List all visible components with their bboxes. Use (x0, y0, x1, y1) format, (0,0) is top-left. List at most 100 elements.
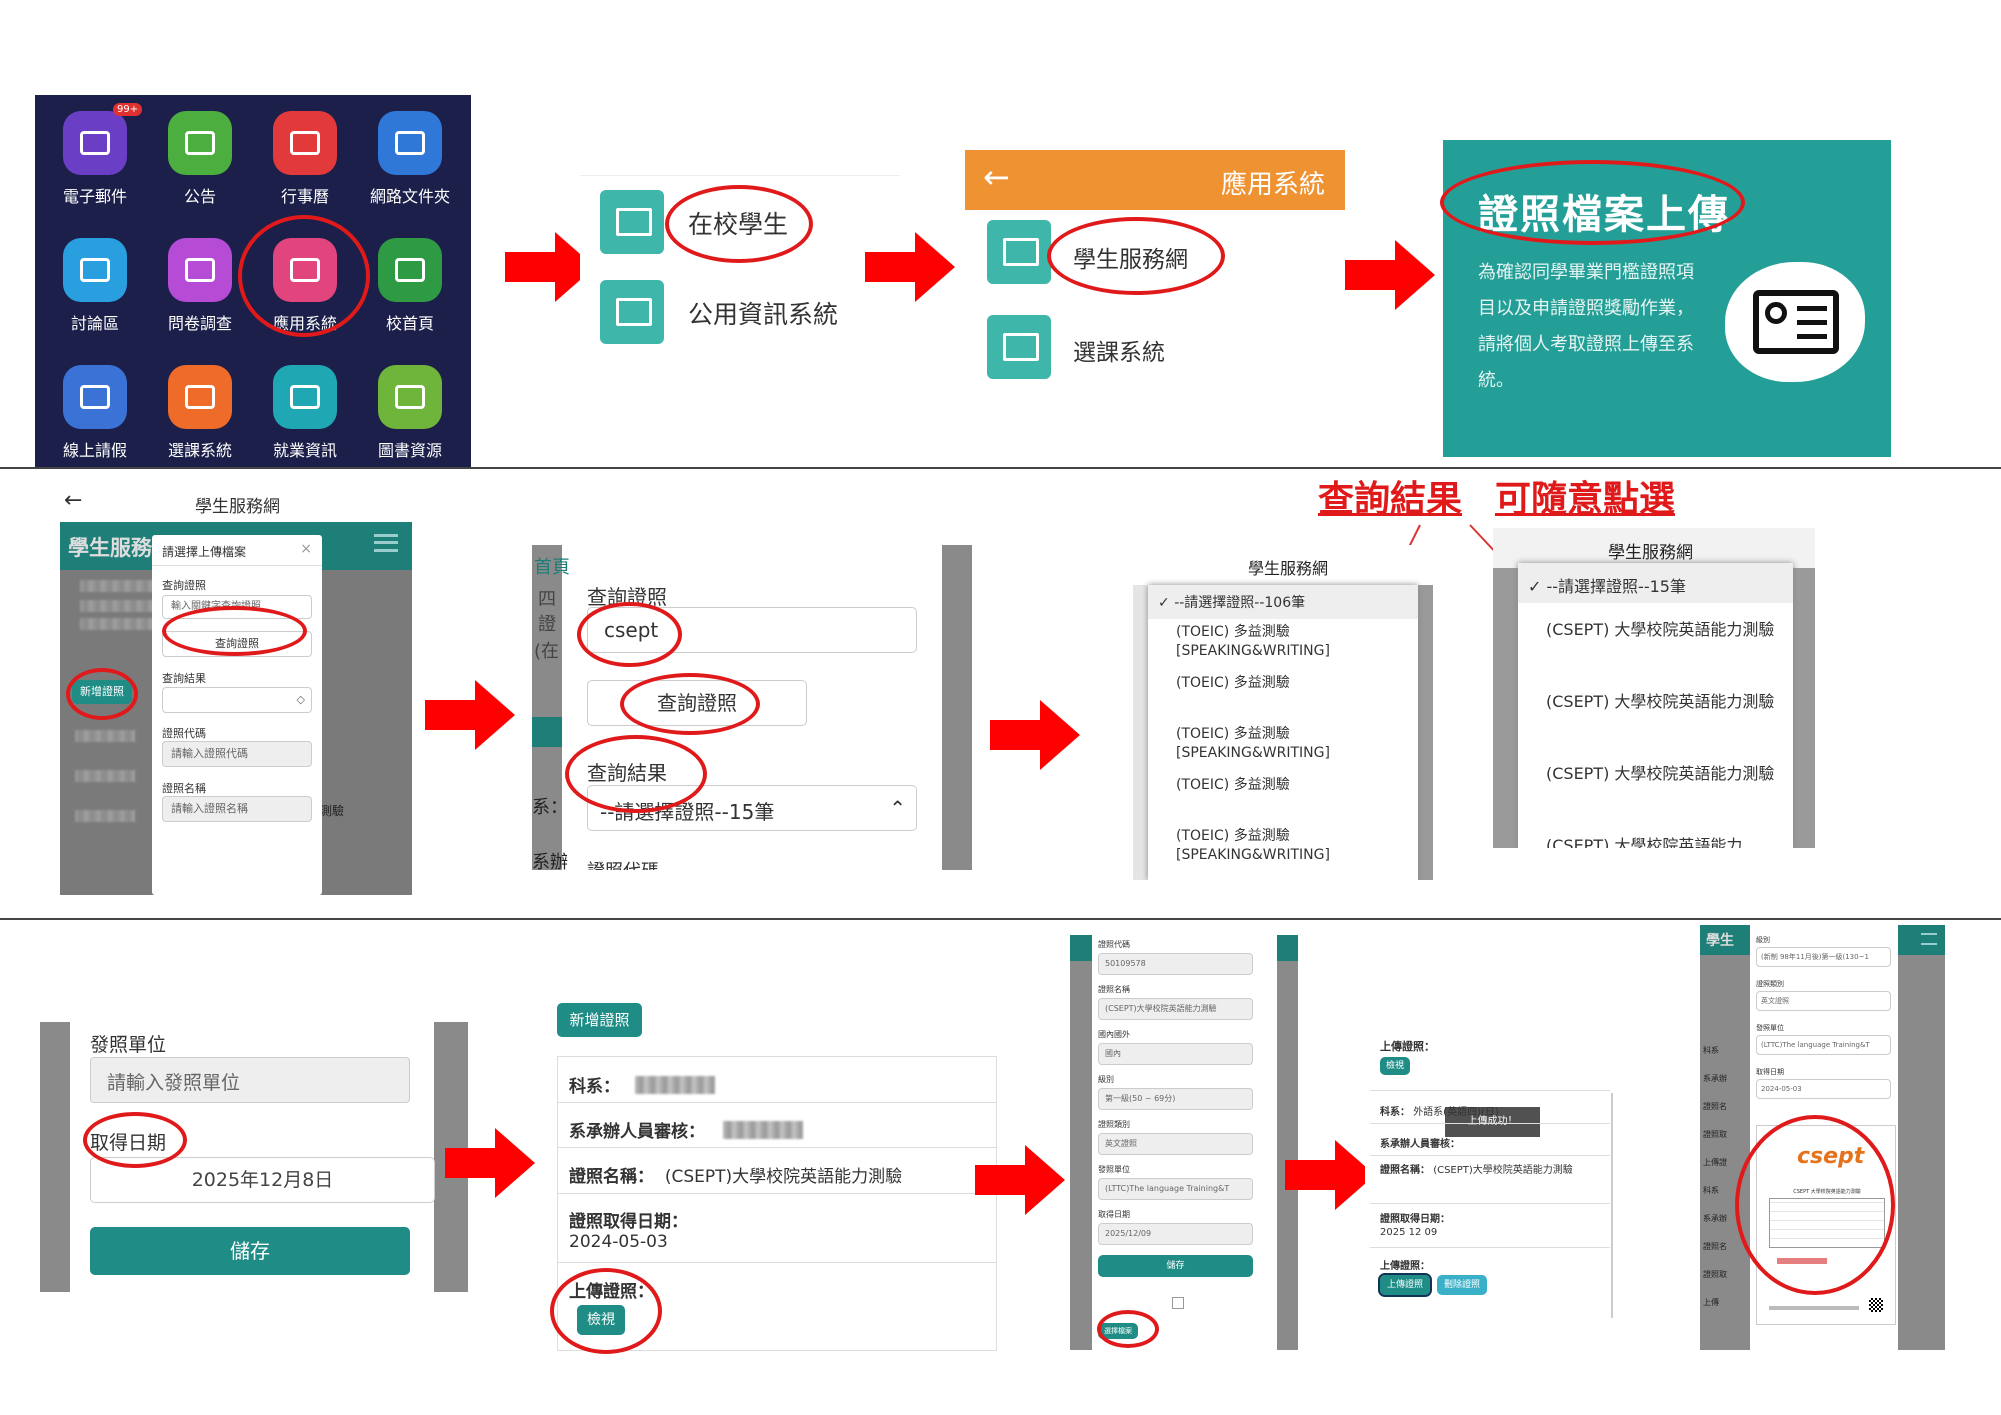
app-calendar-icon[interactable] (273, 111, 337, 175)
back-arrow-icon[interactable]: ← (983, 158, 1010, 196)
field-label: 發照單位 (1098, 1165, 1130, 1174)
app-leave-icon[interactable] (63, 365, 127, 429)
view-button[interactable]: 檢視 (577, 1305, 625, 1335)
cert-detail-screenshot: 新增證照 科系： 系承辦人員審核： 證照名稱： (CSEPT)大學校院英語能力測… (555, 1000, 1001, 1355)
redacted-text (723, 1121, 803, 1139)
app-launcher-screenshot: 99+電子郵件公告行事曆網路文件夾討論區問卷調查應用系統校首頁線上請假選課系統就… (35, 95, 471, 467)
app-chip-icon[interactable] (273, 238, 337, 302)
app-course-icon[interactable] (168, 365, 232, 429)
field-input[interactable]: 2025/12/09 (1098, 1223, 1253, 1245)
field-input[interactable]: 國內 (1098, 1043, 1253, 1065)
delete-cert-button[interactable]: 刪除證照 (1437, 1275, 1487, 1295)
menu-item-current-student[interactable]: 在校學生 (688, 210, 789, 239)
side-label: 證照取 (1703, 1270, 1727, 1279)
toast-message: 上傳成功！ (1445, 1107, 1540, 1137)
dropdown-option-selected[interactable]: ✓ --請選擇證照--15筆 (1518, 563, 1793, 603)
app-survey-icon[interactable] (168, 238, 232, 302)
monitor-icon (987, 220, 1051, 284)
arrow-icon (865, 232, 955, 302)
dropdown-option[interactable]: (TOEIC) 多益測驗 [SPEAKING&WRITING] (1176, 828, 1330, 863)
issuer-date-form-screenshot: 發照單位 請輸入發照單位 取得日期 2025年12月8日 儲存 (40, 1022, 468, 1292)
app-school-logo-icon[interactable] (378, 238, 442, 302)
result-select[interactable]: ◇ (162, 687, 312, 713)
field-input[interactable]: (新制 98年11月後)第一級(130~1 (1756, 947, 1891, 967)
row-divider (0, 467, 2001, 469)
field-label: 級別 (1756, 936, 1770, 944)
dropdown-option[interactable]: (CSEPT) 大學校院英語能力 (1546, 836, 1743, 848)
issuer-input[interactable]: 請輸入發照單位 (90, 1057, 410, 1103)
dropdown-option[interactable]: (CSEPT) 大學校院英語能力測驗 (1546, 764, 1775, 783)
dropdown-option[interactable]: (CSEPT) 大學校院英語能力測驗 (1546, 692, 1775, 711)
book-icon (395, 385, 425, 409)
field-input[interactable]: (LTTC)The language Training&T (1756, 1035, 1891, 1055)
close-icon[interactable]: × (300, 541, 312, 557)
student-service-modal-screenshot: ← 學生服務網 學生服務網 新增證照 測驗 請選擇上傳檔案 × 查詢證照 輸入關… (60, 480, 412, 895)
date-input[interactable]: 2025年12月8日 (90, 1157, 435, 1203)
save-button[interactable]: 儲存 (90, 1227, 410, 1275)
query-input[interactable]: csept (587, 607, 917, 653)
menu-screenshot-1: 在校學生 公用資訊系統 (580, 175, 900, 355)
menu-screenshot-2: ← 應用系統 學生服務網 選課系統 (965, 150, 1345, 390)
cert-name-input[interactable]: 請輸入證照名稱 (162, 796, 312, 822)
menu-item-course-selection[interactable]: 選課系統 (1073, 340, 1165, 366)
cert-code-input[interactable]: 請輸入證照代碼 (162, 741, 312, 767)
hamburger-icon[interactable] (374, 534, 398, 552)
csept-logo: csept (1797, 1144, 1865, 1169)
back-arrow-icon[interactable]: ← (64, 488, 83, 513)
app-label: 問卷調查 (167, 314, 232, 333)
query-input[interactable]: 輸入關鍵字查詢證照 (162, 595, 312, 619)
select-chevron-icon: ⌃ (889, 796, 906, 820)
side-label: 科系 (1703, 1046, 1719, 1055)
field-input[interactable]: (CSEPT)大學校院英語能力測驗 (1098, 998, 1253, 1020)
result-select[interactable]: --請選擇證照--15筆⌃ (587, 785, 917, 831)
app-bulletin-icon[interactable] (168, 111, 232, 175)
side-label: 證照取 (1703, 1130, 1727, 1139)
dropdown-option[interactable]: (TOEIC) 多益測驗 (1176, 675, 1290, 691)
field-input[interactable]: 第一級(50 ~ 69分) (1098, 1088, 1253, 1110)
query-button[interactable]: 查詢證照 (587, 680, 807, 726)
app-mail-icon[interactable] (63, 111, 127, 175)
add-cert-button[interactable]: 新增證照 (557, 1003, 642, 1037)
app-book-icon[interactable] (378, 365, 442, 429)
field-label: 發照單位 (1756, 1024, 1784, 1032)
menu-item-public-info[interactable]: 公用資訊系統 (688, 300, 839, 329)
add-cert-button[interactable]: 新增證照 (72, 680, 132, 704)
dropdown-option[interactable]: (TOEIC) 多益測驗 [SPEAKING&WRITING] (1176, 624, 1330, 659)
app-label: 選課系統 (167, 441, 232, 460)
banner-description: 為確認同學畢業門檻證照項目以及申請證照獎勵作業，請將個人考取證照上傳至系統。 (1478, 262, 1694, 391)
side-label: 證照名 (1703, 1102, 1727, 1111)
field-label: 證照代碼 (1098, 940, 1130, 949)
field-input[interactable]: 50109578 (1098, 953, 1253, 975)
dropdown-option[interactable]: (TOEIC) 多益測驗 [SPEAKING&WRITING] (1176, 726, 1330, 761)
field-label: 國內國外 (1098, 1030, 1130, 1039)
choose-file-button[interactable]: 選擇檔案 (1098, 1323, 1138, 1339)
cert-upload-banner[interactable]: 證照檔案上傳 為確認同學畢業門檻證照項目以及申請證照獎勵作業，請將個人考取證照上… (1443, 140, 1891, 457)
survey-icon (185, 258, 215, 282)
chat-icon (80, 258, 110, 282)
side-label: 系承辦 (1703, 1074, 1727, 1083)
monitor-icon (600, 190, 664, 254)
view-button[interactable]: 檢視 (1380, 1057, 1410, 1075)
field-input[interactable]: 2024-05-03 (1756, 1079, 1891, 1099)
upload-cert-button[interactable]: 上傳證照 (1378, 1273, 1432, 1297)
field-input[interactable]: 英文證照 (1756, 991, 1891, 1011)
course-icon (185, 385, 215, 409)
dropdown-option[interactable]: (TOEIC) 多益測驗 (1176, 777, 1290, 793)
field-input[interactable]: (LTTC)The language Training&T (1098, 1178, 1253, 1200)
arrow-icon (975, 1145, 1065, 1215)
app-cloud-folder-icon[interactable] (378, 111, 442, 175)
dropdown-option[interactable]: (CSEPT) 大學校院英語能力測驗 (1546, 620, 1775, 639)
arrow-icon (1345, 240, 1435, 310)
field-input[interactable]: 英文證照 (1098, 1133, 1253, 1155)
menu-item-student-service[interactable]: 學生服務網 (1073, 247, 1188, 273)
dropdown-option-selected[interactable]: ✓ --請選擇證照--106筆 (1148, 585, 1418, 619)
caption-query-result: 查詢結果 (1318, 479, 1463, 520)
query-button[interactable]: 查詢證照 (162, 631, 312, 657)
school-logo-icon (395, 258, 425, 282)
save-button[interactable]: 儲存 (1098, 1255, 1253, 1277)
cert-image[interactable]: csept CSEPT 大學校院英語能力測驗 (1756, 1125, 1896, 1325)
app-chat-icon[interactable] (63, 238, 127, 302)
hamburger-icon[interactable] (1921, 933, 1937, 945)
side-label: 系承辦 (1703, 1214, 1727, 1223)
app-career-icon[interactable] (273, 365, 337, 429)
